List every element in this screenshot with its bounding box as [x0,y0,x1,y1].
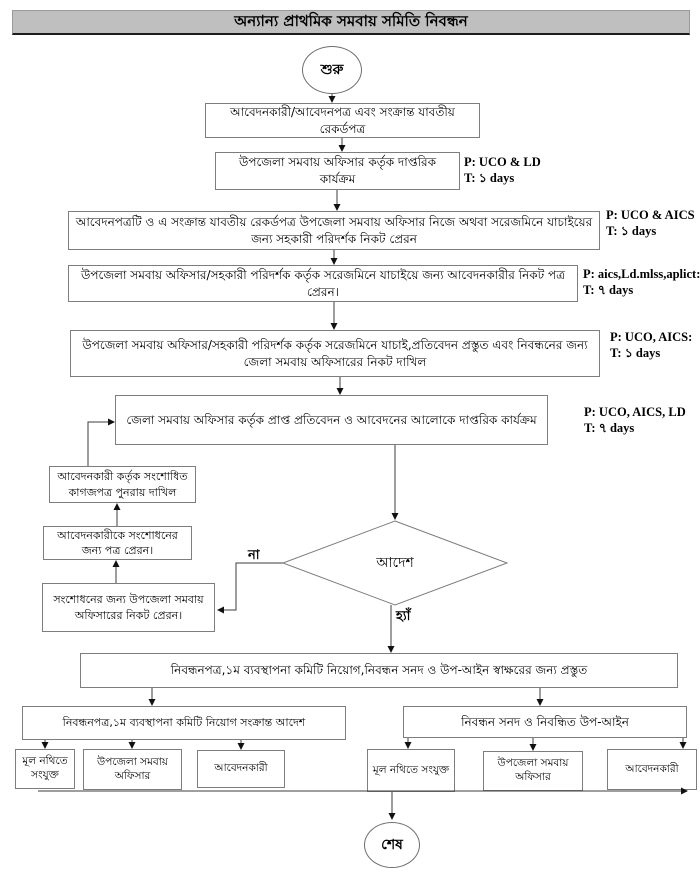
label-yes: হ্যাঁ [396,609,411,624]
annotation-verify-submit: P: UCO, AICS: T: ১ days [610,330,692,361]
output-left-applicant: আবেদনকারী [197,750,285,788]
annotation-person: P: UCO, AICS: [610,330,693,344]
end-terminal: শেষ [364,822,420,868]
annotation-person: P: aics,Ld.mlss,aplict: [583,267,700,281]
annotation-upazila-official: P: UCO & LD T: ১ days [464,155,541,186]
label-no: না [248,548,260,563]
step-upazila-official: উপজেলা সমবায় অফিসার কর্তৃক দাপ্তরিক কার… [215,152,460,190]
step-correction-letter: আবেদনকারীকে সংশোধনের জন্য পত্র প্রেরন। [43,526,192,560]
annotation-time: T: ৭ days [584,420,635,435]
step-district-official-action: জেলা সমবায় অফিসার কর্তৃক প্রাপ্ত প্রতিব… [115,395,548,445]
annotation-time: T: ১ days [610,345,661,360]
decision-order: আদেশ [376,555,414,571]
output-right-attach-file: মূল নথিতে সংযুক্ত [367,749,455,792]
step-letter-to-applicant: উপজেলা সমবায় অফিসার/সহকারী পরিদর্শক কর্… [68,265,578,302]
page-title: অন্যান্য প্রাথমিক সমবায় সমিতি নিবন্ধন [12,10,690,35]
start-terminal: শুরু [302,46,362,94]
annotation-letter-to-applicant: P: aics,Ld.mlss,aplict: T: ৭ days [583,267,700,298]
annotation-person: P: UCO, AICS, LD [584,405,686,419]
step-verify-submit-district: উপজেলা সমবায় অফিসার/সহকারী পরিদর্শক কর্… [70,330,600,377]
step-certificate-bylaws: নিবন্ধন সনদ ও নিবন্ধিত উপ-আইন [403,706,687,738]
annotation-time: T: ১ days [464,170,515,185]
output-left-attach-file: মূল নথিতে সংযুক্ত [15,749,75,789]
annotation-send-to-inspector: P: UCO & AICS T: ১ days [606,208,695,239]
annotation-time: T: ১ days [606,223,657,238]
annotation-person: P: UCO & LD [464,155,541,169]
annotation-time: T: ৭ days [583,282,634,297]
output-left-upazila-officer: উপজেলা সমবায় অফিসার [83,749,182,790]
step-prepare-documents: নিবন্ধনপত্র,১ম ব্যবস্থাপনা কমিটি নিয়োগ,… [80,653,678,688]
output-right-upazila-officer: উপজেলা সমবায় অফিসার [483,751,583,791]
annotation-district-official: P: UCO, AICS, LD T: ৭ days [584,405,686,436]
step-committee-order: নিবন্ধনপত্র,১ম ব্যবস্থাপনা কমিটি নিয়োগ … [22,706,346,740]
step-records: আবেদনকারী/আবেদনপত্র এবং সংক্রান্ত যাবতীয… [205,103,480,138]
step-send-back-upazila: সংশোধনের জন্য উপজেলা সমবায় অফিসারের নিক… [42,583,215,632]
annotation-person: P: UCO & AICS [606,208,695,222]
output-right-applicant: আবেদনকারী [607,749,697,790]
step-send-to-inspector: আবেদনপত্রটি ও এ সংক্রান্ত যাবতীয় রেকর্ড… [68,211,600,250]
step-resubmit-corrected: আবেদনকারী কর্তৃক সংশোধিত কাগজপত্র পুনরায… [49,466,196,503]
